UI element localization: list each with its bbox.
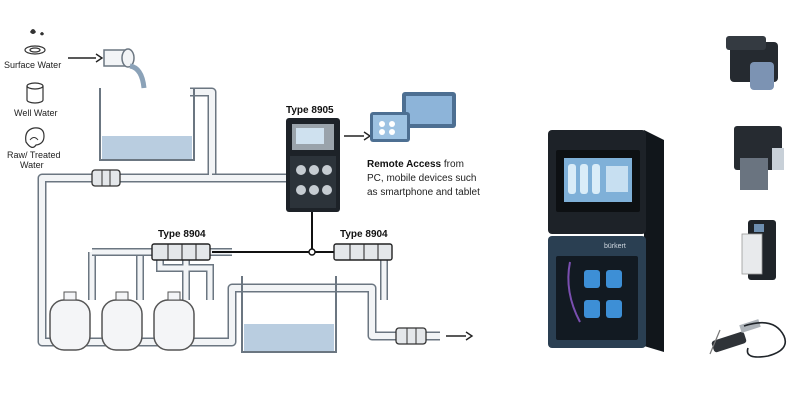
sensor-type-8904-left xyxy=(151,243,211,261)
filter-tank-2 xyxy=(101,291,143,351)
source-label-well-water: Well Water xyxy=(14,108,58,118)
controller-label: Type 8905 xyxy=(286,105,334,116)
top-tank xyxy=(99,88,195,161)
source-label-surface-water: Surface Water xyxy=(4,60,61,70)
remote-arrow-head xyxy=(363,131,372,141)
filter-tank-3 xyxy=(153,291,195,351)
analysis-cabinet: bürkert xyxy=(548,130,664,352)
well-icon xyxy=(26,82,44,104)
sensor-cubes xyxy=(567,261,622,323)
signal-lines xyxy=(212,210,334,256)
sensor-type-8904-right xyxy=(333,243,393,261)
surface-water-icon xyxy=(24,29,46,55)
filter-tank-1 xyxy=(49,291,91,351)
sensor-module-2 xyxy=(734,126,784,190)
controller-type-8905 xyxy=(286,118,340,212)
sensor-right-label: Type 8904 xyxy=(340,229,388,240)
source-label-water: Water xyxy=(20,160,44,170)
flow-valve-outlet xyxy=(395,327,427,345)
inlet-arrow-head xyxy=(95,53,104,63)
cabinet-brand: bürkert xyxy=(604,243,626,250)
bottom-tank xyxy=(241,276,337,353)
sensor-module-4 xyxy=(709,319,787,358)
flow-valve-left xyxy=(91,169,121,187)
inlet-pipe xyxy=(103,48,147,89)
source-label-raw-treated: Raw/ Treated xyxy=(7,150,61,160)
remote-access-line3: as smartphone and tablet xyxy=(367,187,480,198)
raw-water-icon xyxy=(25,127,45,148)
remote-access-line1: Remote Access from xyxy=(367,159,464,170)
remote-devices-icon xyxy=(370,92,456,142)
remote-access-line2: PC, mobile devices such xyxy=(367,173,477,184)
remote-access-from: from xyxy=(441,159,464,170)
sensor-module-1 xyxy=(726,36,778,90)
outlet-arrow-head xyxy=(465,331,474,341)
remote-access-title: Remote Access xyxy=(367,159,442,170)
sensor-module-3 xyxy=(741,220,776,280)
sensor-left-label: Type 8904 xyxy=(158,229,206,240)
